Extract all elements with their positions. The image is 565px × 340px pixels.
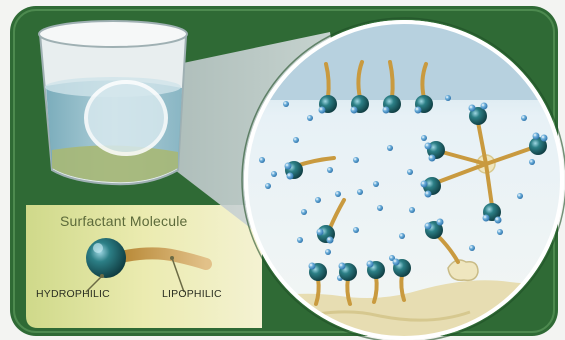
magnifier-lens-icon [86, 82, 166, 154]
beaker-icon [39, 21, 187, 184]
soil-particle-icon [448, 260, 478, 280]
legend-title: Surfactant Molecule [60, 213, 188, 229]
lipophilic-label: LIPOPHILIC [162, 288, 222, 300]
hydrophilic-label: HYDROPHILIC [36, 288, 110, 300]
